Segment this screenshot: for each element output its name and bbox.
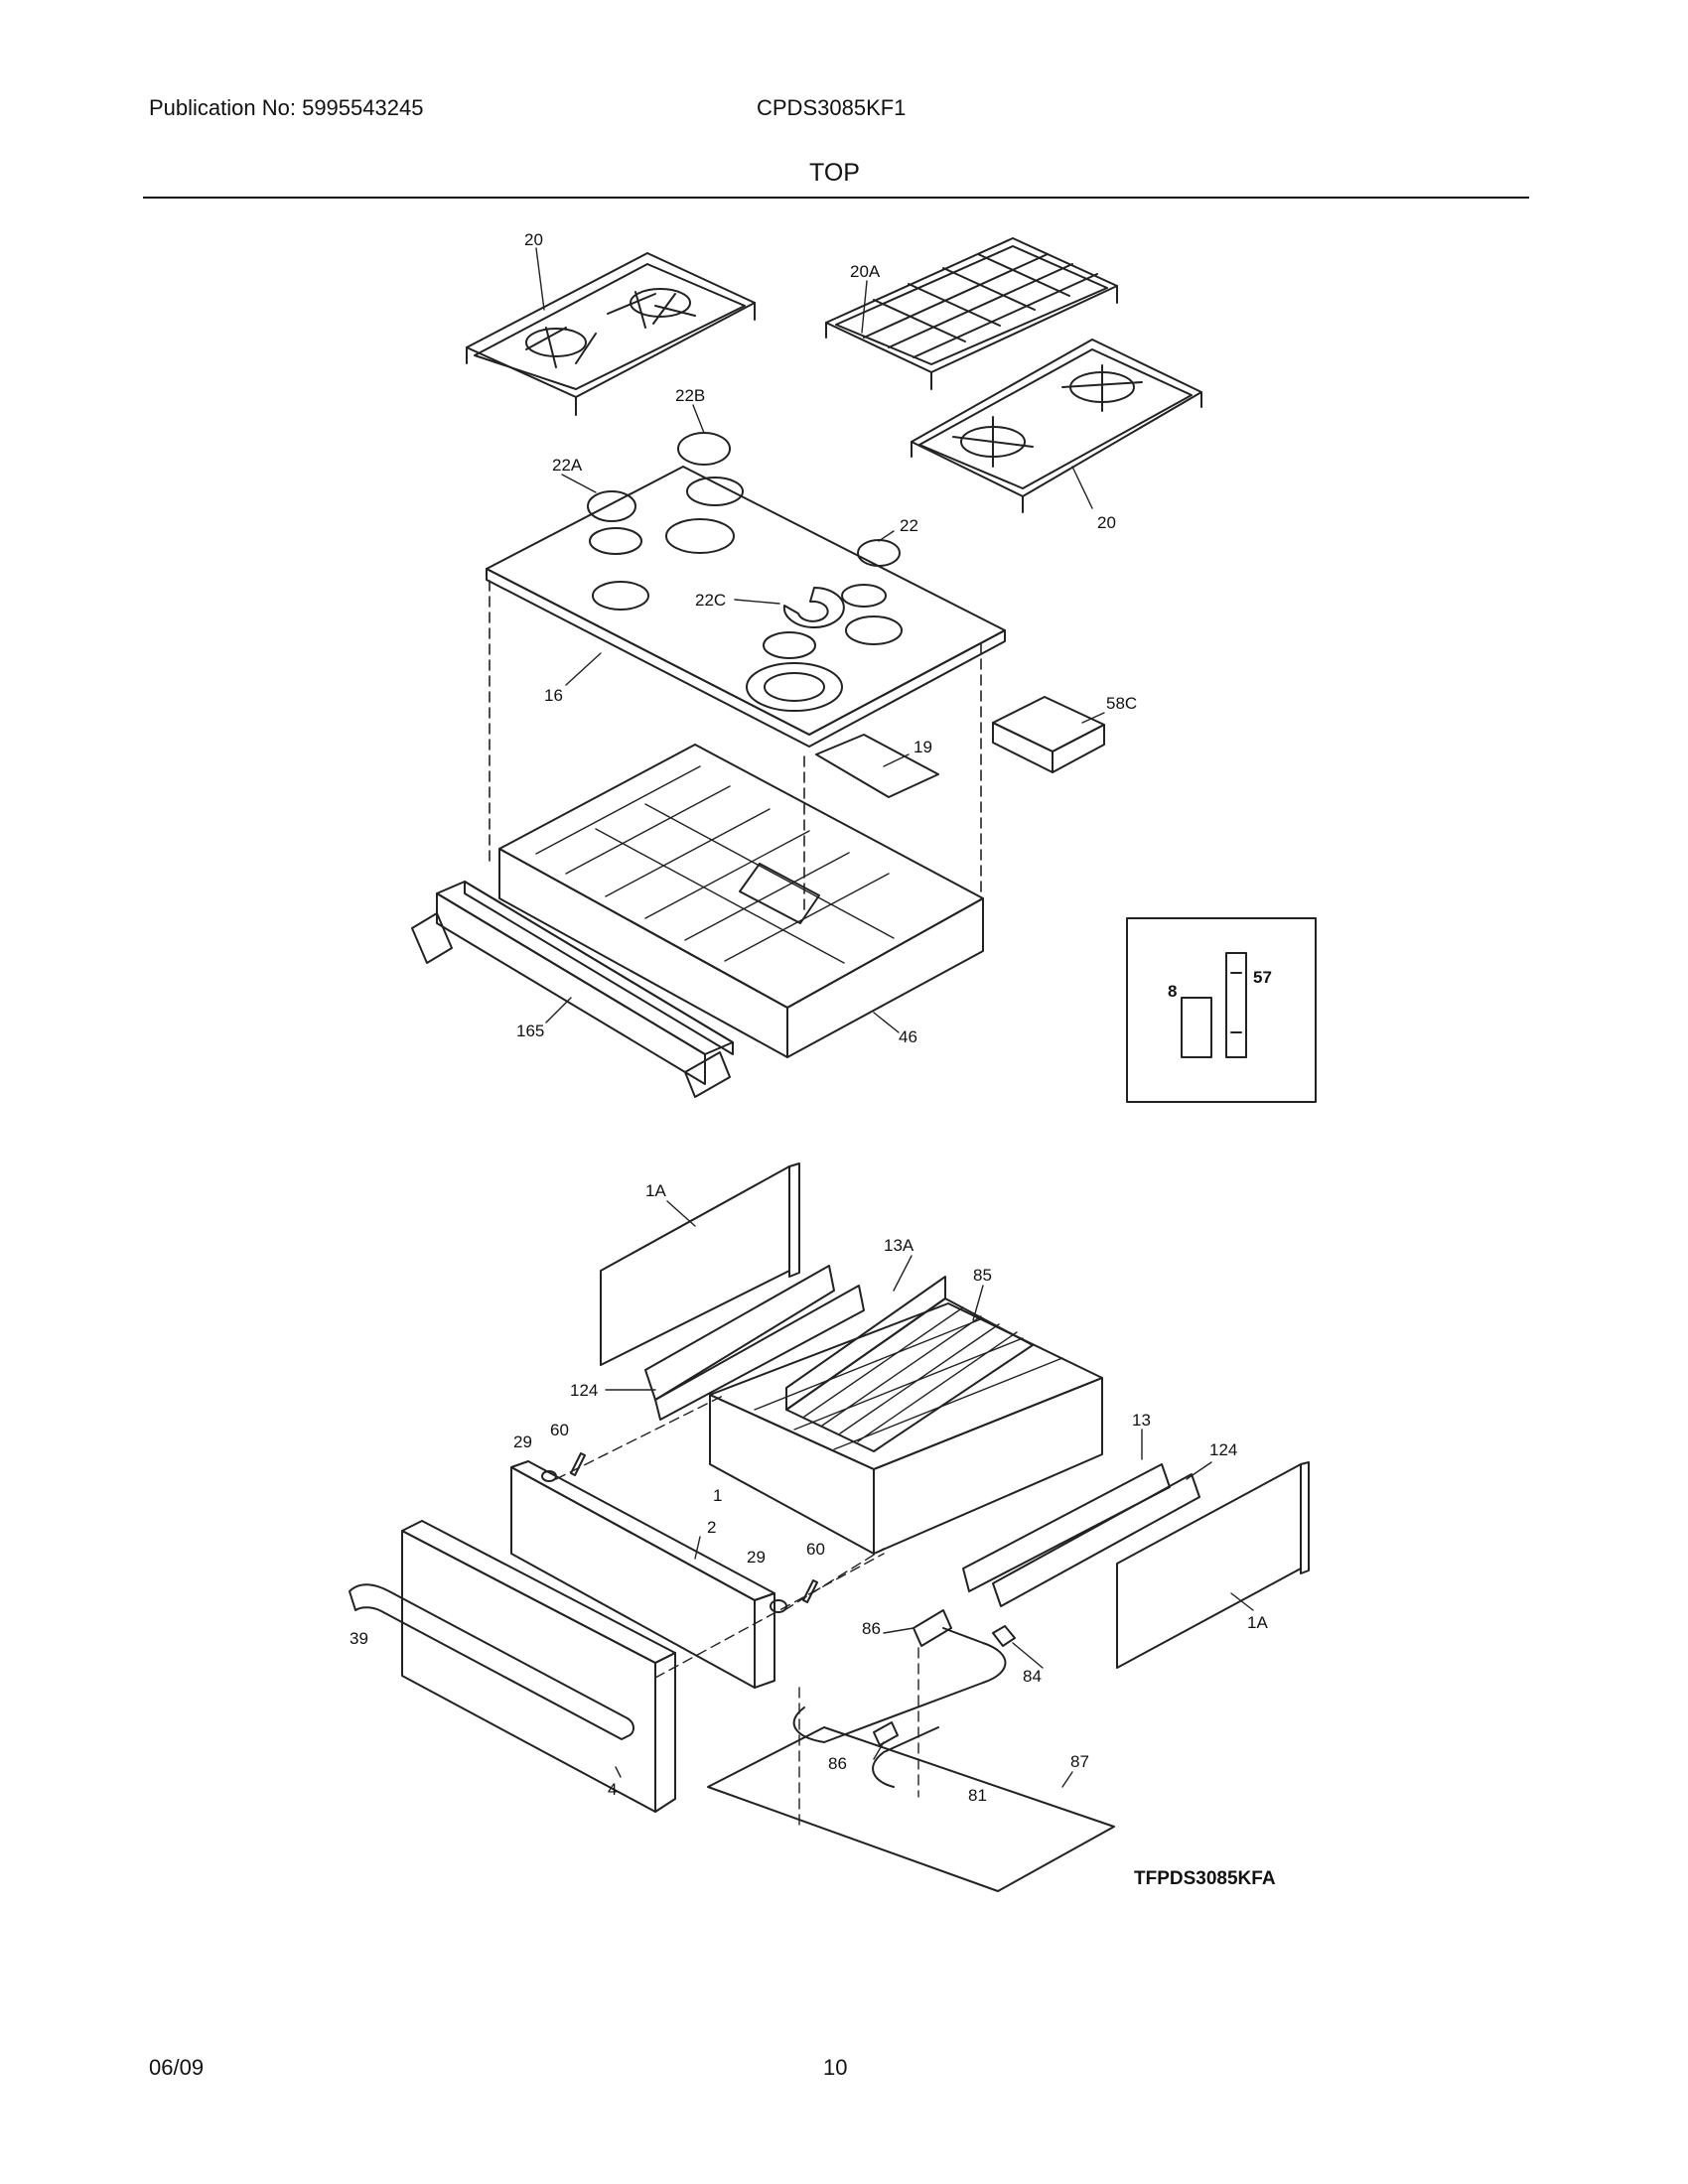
bracket-top bbox=[913, 1609, 952, 1647]
label-slide-label-left: 124 bbox=[570, 1381, 598, 1400]
alignment-lines-bottom bbox=[555, 1394, 919, 1828]
label-clip-right: 60 bbox=[806, 1540, 825, 1559]
drawing-code: TFPDS3085KFA bbox=[1134, 1868, 1276, 1889]
publication-number: Publication No: 5995543245 bbox=[149, 95, 424, 120]
label-cooktop: 16 bbox=[544, 686, 563, 705]
sensor bbox=[992, 1625, 1016, 1647]
drawer-front-outer bbox=[401, 1520, 676, 1813]
header-rule bbox=[143, 197, 1529, 199]
label-side-panel-left: 1A bbox=[645, 1181, 666, 1200]
label-drawer-front-outer: 4 bbox=[608, 1780, 617, 1799]
label-inset-switch: 8 bbox=[1168, 982, 1177, 1001]
burner-cap-22a bbox=[587, 490, 636, 522]
label-grate-right: 20 bbox=[1097, 513, 1116, 532]
label-foam-block: 58C bbox=[1106, 694, 1137, 713]
label-grate-left: 20 bbox=[524, 230, 543, 249]
cooktop bbox=[486, 466, 1006, 748]
label-bracket-top: 86 bbox=[862, 1619, 881, 1638]
label-grate-center: 20A bbox=[850, 262, 881, 281]
bracket-bottom bbox=[873, 1721, 899, 1746]
oven-rack bbox=[785, 1276, 1034, 1452]
label-cap-22a: 22A bbox=[552, 456, 583, 475]
foam-block bbox=[992, 696, 1105, 773]
plate-19 bbox=[815, 734, 939, 798]
door-handle bbox=[349, 1583, 634, 1740]
label-bracket-bottom: 86 bbox=[828, 1754, 847, 1773]
label-clip-left: 60 bbox=[550, 1421, 569, 1439]
label-screw-left: 29 bbox=[513, 1433, 532, 1451]
slide-left bbox=[654, 1285, 865, 1421]
heating-element-loop bbox=[872, 1726, 939, 1788]
label-cap-22: 22 bbox=[900, 516, 918, 535]
label-cap-22c: 22C bbox=[695, 591, 726, 610]
label-plate: 19 bbox=[914, 738, 932, 756]
footer-date: 06/09 bbox=[149, 2055, 205, 2080]
label-bottom-plate: 87 bbox=[1070, 1752, 1089, 1771]
front-frame bbox=[411, 881, 734, 1098]
label-handle: 39 bbox=[350, 1629, 368, 1648]
label-slide-right: 13 bbox=[1132, 1411, 1151, 1430]
grate-right bbox=[911, 339, 1202, 513]
clip-left bbox=[570, 1452, 586, 1476]
bottom-plate bbox=[707, 1726, 1115, 1892]
slide-label-right bbox=[992, 1473, 1200, 1607]
label-slide-label-right: 124 bbox=[1209, 1440, 1237, 1459]
drawer-front-inner bbox=[510, 1460, 775, 1689]
heating-element bbox=[792, 1627, 1007, 1743]
label-drawer-body: 1 bbox=[713, 1486, 722, 1505]
screw-left bbox=[541, 1470, 557, 1482]
label-front-frame: 165 bbox=[516, 1022, 544, 1040]
label-rack: 85 bbox=[973, 1266, 992, 1285]
alignment-lines bbox=[489, 580, 982, 914]
burner-box bbox=[498, 744, 984, 1058]
label-sensor: 84 bbox=[1023, 1667, 1042, 1686]
side-panel-right bbox=[1116, 1461, 1310, 1669]
grate-center bbox=[825, 237, 1118, 390]
page-number: 10 bbox=[823, 2055, 848, 2080]
burner-cap-22b bbox=[677, 432, 731, 466]
label-drawer-front-inner: 2 bbox=[707, 1518, 716, 1537]
label-side-panel-right: 1A bbox=[1247, 1613, 1268, 1632]
label-screw-right: 29 bbox=[747, 1548, 766, 1567]
slide-right bbox=[962, 1463, 1171, 1592]
grate-left bbox=[466, 252, 756, 416]
drawer-body bbox=[709, 1302, 1103, 1555]
label-slide-left: 13A bbox=[884, 1236, 914, 1255]
burner-cap-22 bbox=[857, 539, 901, 567]
burner-cap-22c bbox=[782, 587, 845, 628]
label-element: 81 bbox=[968, 1786, 987, 1805]
label-cap-22b: 22B bbox=[675, 386, 705, 405]
section-title: TOP bbox=[809, 159, 860, 187]
clip-right bbox=[802, 1579, 818, 1603]
label-burner-box: 46 bbox=[899, 1027, 917, 1046]
label-inset-plate: 57 bbox=[1253, 968, 1272, 987]
inset-box bbox=[1126, 917, 1317, 1103]
model-number: CPDS3085KF1 bbox=[757, 95, 907, 120]
